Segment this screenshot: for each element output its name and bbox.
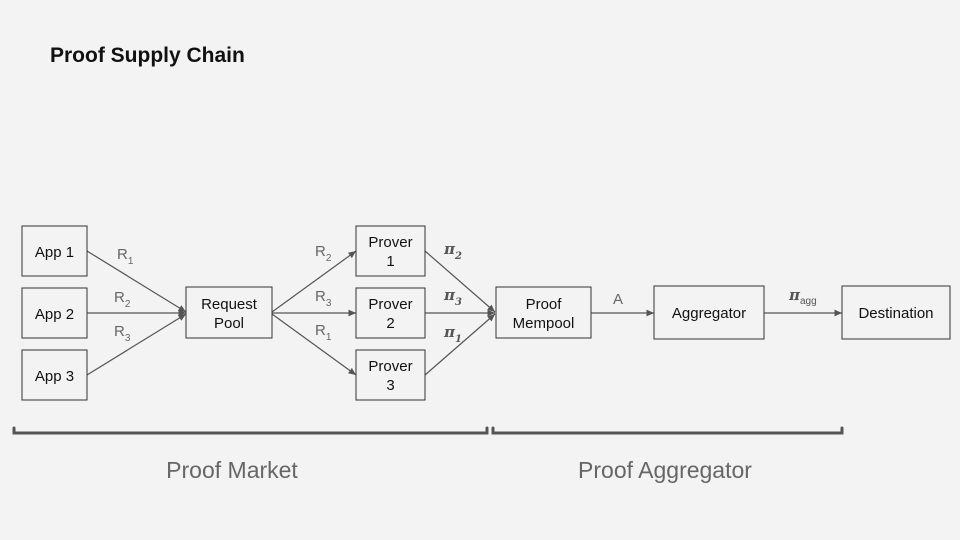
edge-label-aggregator-destination: πagg — [788, 286, 817, 307]
edge-label-app2: R2 — [114, 289, 131, 310]
edge-label-prover2-proof: π3 — [443, 286, 462, 308]
edge-request-pool-prover1 — [271, 250, 357, 313]
node-prover2-line1: Prover — [368, 296, 412, 313]
page-title: Proof Supply Chain — [50, 44, 245, 67]
node-request-pool-line1: Request — [201, 296, 258, 313]
edge-prover1-mempool — [424, 250, 496, 313]
edge-label-prover3-proof: π1 — [443, 323, 462, 345]
node-destination: Destination — [841, 285, 951, 340]
node-prover1-line2: 1 — [386, 253, 394, 270]
node-prover1-line1: Prover — [368, 234, 412, 251]
node-prover3: Prover 3 — [355, 349, 426, 401]
node-prover1: Prover 1 — [355, 225, 426, 277]
node-aggregator: Aggregator — [653, 285, 765, 340]
node-app2-label: App 2 — [35, 306, 74, 323]
node-aggregator-label: Aggregator — [672, 305, 746, 322]
edge-prover3-mempool — [424, 313, 496, 376]
edge-label-prover1-proof: π2 — [443, 240, 462, 262]
proof-aggregator-brace — [491, 426, 844, 435]
edge-label-prover2-request: R3 — [315, 288, 332, 309]
node-prover3-line1: Prover — [368, 358, 412, 375]
section-label-proof-market: Proof Market — [166, 457, 298, 483]
node-proof-mempool-line2: Mempool — [513, 315, 575, 332]
node-request-pool-line2: Pool — [214, 315, 244, 332]
edge-app1-request-pool — [86, 250, 187, 313]
edge-label-prover1-request: R2 — [315, 243, 332, 264]
node-app1-label: App 1 — [35, 244, 74, 261]
proof-market-brace — [12, 426, 489, 435]
edge-label-prover3-request: R1 — [315, 322, 332, 343]
node-app3: App 3 — [21, 349, 88, 401]
node-proof-mempool: Proof Mempool — [495, 286, 592, 339]
node-destination-label: Destination — [858, 305, 933, 322]
node-request-pool: Request Pool — [185, 286, 273, 339]
edge-request-pool-prover3 — [271, 313, 357, 376]
node-prover2: Prover 2 — [355, 287, 426, 339]
node-proof-mempool-line1: Proof — [526, 296, 563, 313]
section-label-proof-aggregator: Proof Aggregator — [578, 457, 752, 483]
node-app2: App 2 — [21, 287, 88, 339]
edge-label-app3: R3 — [114, 323, 131, 344]
edge-label-mempool-aggregator: A — [613, 291, 623, 308]
node-prover3-line2: 3 — [386, 377, 394, 394]
edge-label-app1: R1 — [117, 246, 134, 267]
node-prover2-line2: 2 — [386, 315, 394, 332]
node-app1: App 1 — [21, 225, 88, 277]
edges — [86, 250, 842, 376]
edge-app3-request-pool — [86, 313, 187, 376]
node-app3-label: App 3 — [35, 368, 74, 385]
